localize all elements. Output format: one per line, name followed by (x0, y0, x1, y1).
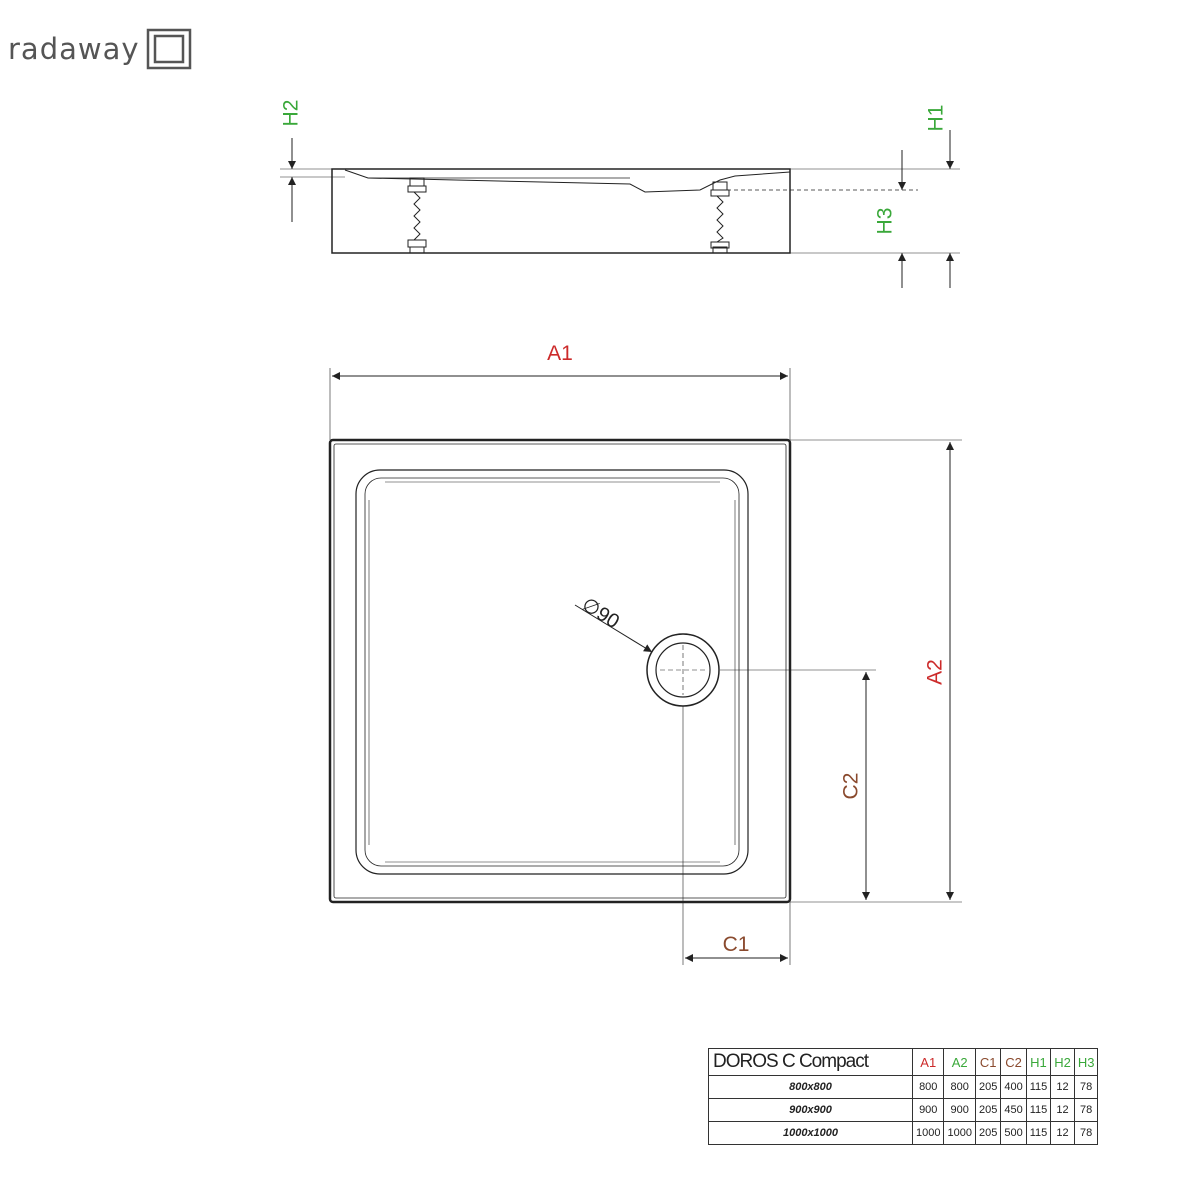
row-size: 1000x1000 (708, 1121, 913, 1145)
table-row: 1000x1000 1000 1000 205 500 115 12 78 (708, 1121, 1099, 1145)
technical-drawing: H2 H3 H1 A1 A2 C2 C1 (280, 100, 962, 965)
cell-h2: 12 (1050, 1098, 1075, 1122)
a1-label: A1 (547, 342, 573, 365)
c2-label: C2 (840, 773, 863, 800)
tray-outer-edge (328, 438, 792, 904)
cell-a2: 900 (943, 1098, 976, 1122)
side-basin-profile (344, 169, 791, 193)
table-row: 800x800 800 800 205 400 115 12 78 (708, 1075, 1099, 1099)
header-h1: H1 (1025, 1048, 1052, 1076)
cell-h3: 78 (1073, 1121, 1099, 1145)
spec-table-header-row: DOROS C Compact A1 A2 C1 C2 H1 H2 H3 (708, 1048, 1099, 1076)
header-h2: H2 (1050, 1048, 1075, 1076)
c1-label: C1 (723, 933, 750, 956)
cell-h1: 115 (1025, 1075, 1052, 1099)
header-c2: C2 (1000, 1048, 1027, 1076)
cell-a1: 1000 (911, 1121, 945, 1145)
model-name: DOROS C Compact (708, 1048, 913, 1076)
cell-c2: 450 (1000, 1098, 1027, 1122)
tray-basin (355, 469, 749, 875)
header-c1: C1 (974, 1048, 1002, 1076)
cell-a1: 900 (911, 1098, 945, 1122)
h1-label: H1 (925, 105, 948, 132)
header-h3: H3 (1073, 1048, 1099, 1076)
cell-c2: 400 (1000, 1075, 1027, 1099)
cell-c1: 205 (974, 1121, 1002, 1145)
side-view (280, 130, 960, 288)
spec-table: DOROS C Compact A1 A2 C1 C2 H1 H2 H3 800… (708, 1048, 1099, 1145)
header-a1: A1 (911, 1048, 945, 1076)
cell-h1: 115 (1025, 1121, 1052, 1145)
cell-h3: 78 (1073, 1098, 1099, 1122)
cell-c1: 205 (974, 1098, 1002, 1122)
brand-square-icon (146, 28, 191, 70)
side-body (331, 168, 791, 254)
cell-a1: 800 (911, 1075, 945, 1099)
cell-h2: 12 (1050, 1121, 1075, 1145)
cell-h2: 12 (1050, 1075, 1075, 1099)
a2-label: A2 (924, 659, 947, 685)
header-a2: A2 (943, 1048, 976, 1076)
cell-h1: 115 (1025, 1098, 1052, 1122)
drain-inner-ring (655, 642, 711, 698)
table-row: 900x900 900 900 205 450 115 12 78 (708, 1098, 1099, 1122)
side-leg-left (407, 177, 427, 254)
brand-name: radaway (8, 32, 140, 66)
drain-diameter-label: ∅90 (578, 594, 623, 634)
brand-logo: radaway (8, 28, 192, 70)
cell-c1: 205 (974, 1075, 1002, 1099)
top-view (328, 368, 962, 965)
cell-h3: 78 (1073, 1075, 1099, 1099)
row-size: 800x800 (708, 1075, 913, 1099)
cell-a2: 1000 (943, 1121, 976, 1145)
side-leg-right (710, 181, 730, 254)
row-size: 900x900 (708, 1098, 913, 1122)
h3-label: H3 (874, 208, 897, 235)
cell-a2: 800 (943, 1075, 976, 1099)
cell-c2: 500 (1000, 1121, 1027, 1145)
h2-label: H2 (280, 100, 303, 127)
drain-diameter-leader (574, 604, 653, 653)
